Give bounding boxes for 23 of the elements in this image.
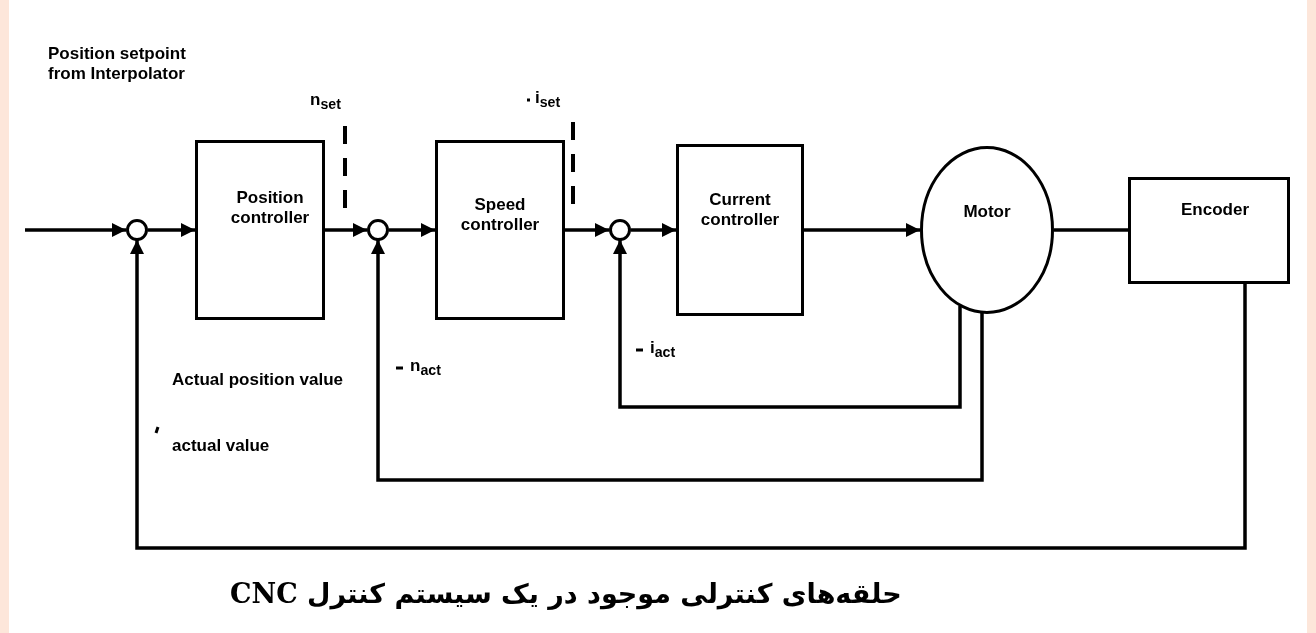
- annotation-text: Actual position value: [172, 370, 344, 391]
- block-box: Current controller: [676, 144, 804, 316]
- arrow: [804, 223, 920, 237]
- caption: حلقه‌های کنترلی موجود در یک سیستم کنترل CNC: [230, 578, 902, 609]
- signal-label: i$_{act}$: [650, 338, 676, 362]
- arrow: [25, 223, 126, 237]
- block-box: Position controller: [195, 140, 325, 320]
- arrow: [148, 223, 195, 237]
- arrow: [325, 223, 367, 237]
- arrow: [371, 240, 984, 482]
- block-box: Encoder: [1128, 176, 1290, 284]
- signal-label: n$_{act}$: [410, 356, 441, 380]
- annotation-text: Position setpoint from Interpolator: [48, 44, 187, 85]
- arrow: [389, 223, 435, 237]
- motor-ellipse: Motor: [920, 146, 1054, 314]
- block-box: Speed controller: [435, 140, 565, 320]
- arrow: [130, 240, 1247, 550]
- signal-label: i$_{set}$: [535, 88, 561, 112]
- arrow: [631, 223, 676, 237]
- signal-label: n$_{set}$: [310, 90, 341, 114]
- arrow: [565, 223, 609, 237]
- arrow: [613, 240, 962, 409]
- annotation-text: actual value: [172, 436, 270, 457]
